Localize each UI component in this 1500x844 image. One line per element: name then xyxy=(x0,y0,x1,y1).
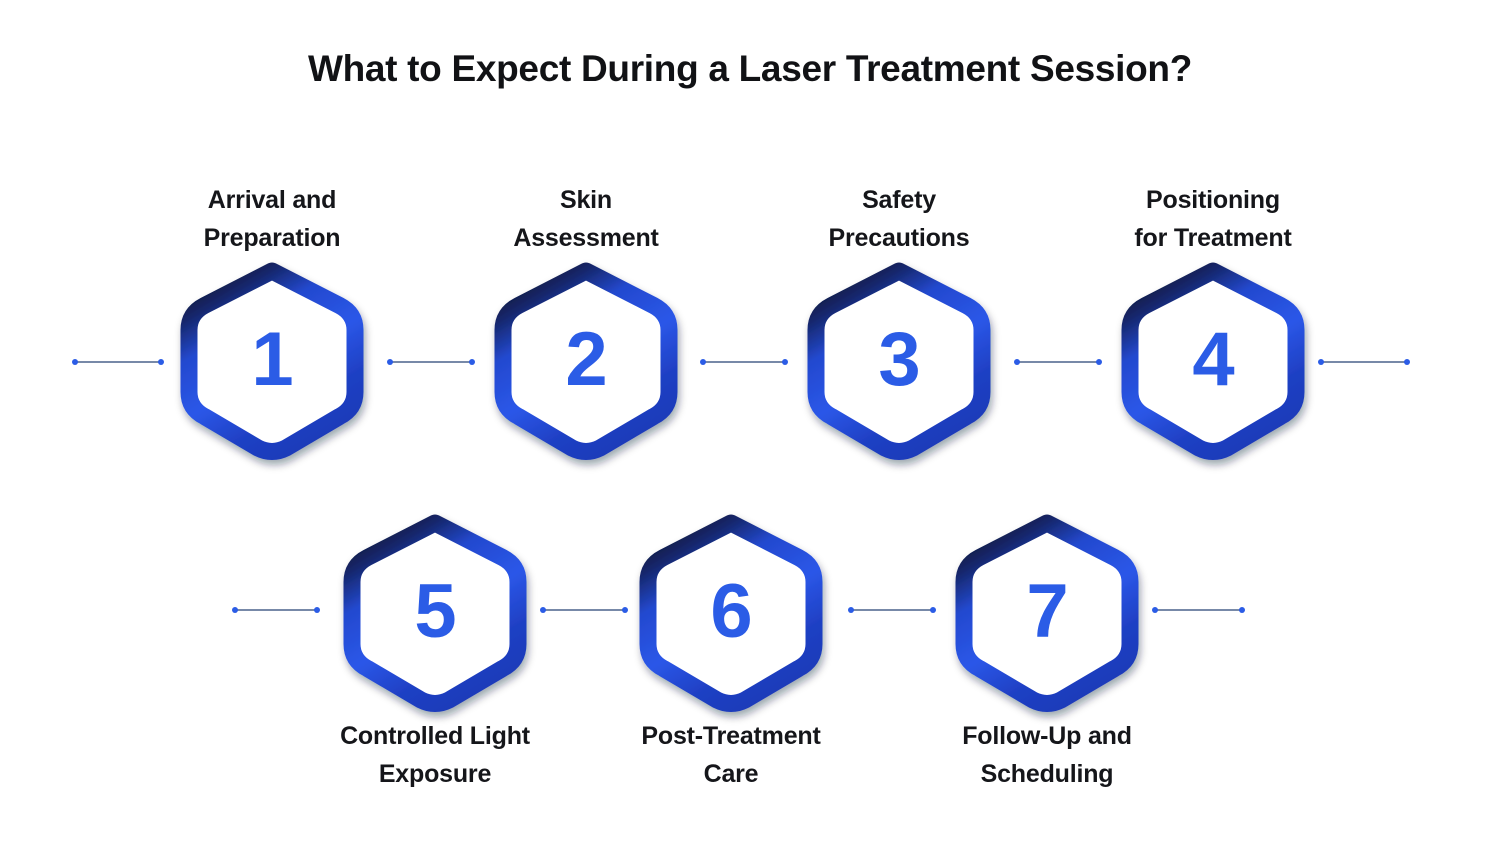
connector-dot-end xyxy=(782,359,788,365)
step-number-2: 2 xyxy=(565,317,607,402)
step-number-5: 5 xyxy=(414,569,456,654)
connector-dot-end xyxy=(622,607,628,613)
connector-line xyxy=(234,609,318,611)
connector-line xyxy=(542,609,626,611)
connector-dot-end xyxy=(314,607,320,613)
connector-6-7 xyxy=(848,605,936,615)
step-label-line1: Arrival and xyxy=(207,186,337,214)
connector-line xyxy=(1016,361,1100,363)
connector-dot-start xyxy=(1014,359,1020,365)
connector-dot-start xyxy=(232,607,238,613)
step-label-line1: Safety xyxy=(862,186,936,214)
hexagon-1[interactable]: 1 xyxy=(169,260,375,462)
connector-dot-end xyxy=(469,359,475,365)
connector-dot-start xyxy=(387,359,393,365)
step-number-6: 6 xyxy=(710,569,752,654)
hexagon-6[interactable]: 6 xyxy=(628,512,834,714)
hexagon-3[interactable]: 3 xyxy=(796,260,1002,462)
step-label-line2: Care xyxy=(703,760,759,788)
step-label-line1: Post-Treatment xyxy=(641,722,821,750)
connector-line xyxy=(389,361,473,363)
connector-row2-lead-in xyxy=(232,605,320,615)
step-label-line2: Scheduling xyxy=(980,760,1114,788)
hexagon-2[interactable]: 2 xyxy=(483,260,689,462)
connector-2-3 xyxy=(700,357,788,367)
connector-dot-start xyxy=(848,607,854,613)
connector-dot-end xyxy=(158,359,164,365)
step-label-line1: Controlled Light xyxy=(340,722,530,750)
step-label-line1: Skin xyxy=(560,186,612,214)
connector-row2-lead-out xyxy=(1152,605,1245,615)
connector-dot-start xyxy=(1152,607,1158,613)
step-number-4: 4 xyxy=(1192,317,1234,402)
hexagon-4[interactable]: 4 xyxy=(1110,260,1316,462)
connector-line xyxy=(850,609,934,611)
step-number-7: 7 xyxy=(1026,569,1068,654)
hexagon-7[interactable]: 7 xyxy=(944,512,1150,714)
connector-1-2 xyxy=(387,357,475,367)
connector-dot-end xyxy=(1239,607,1245,613)
step-label-4: Positioning for Treatment xyxy=(1070,181,1356,257)
connector-5-6 xyxy=(540,605,628,615)
step-label-line2: Assessment xyxy=(513,224,659,252)
connector-line xyxy=(702,361,786,363)
connector-dot-end xyxy=(930,607,936,613)
connector-3-4 xyxy=(1014,357,1102,367)
step-label-line2: Precautions xyxy=(828,224,970,252)
page-title: What to Expect During a Laser Treatment … xyxy=(307,48,1193,89)
step-4[interactable]: Positioning for Treatment 4 xyxy=(1110,186,1316,462)
step-label-line1: Follow-Up and xyxy=(962,722,1132,750)
connector-lead-in xyxy=(72,357,164,367)
connector-dot-start xyxy=(700,359,706,365)
hexagon-5[interactable]: 5 xyxy=(332,512,538,714)
step-label-line1: Positioning xyxy=(1146,186,1280,214)
step-label-line2: Preparation xyxy=(203,224,341,252)
step-number-3: 3 xyxy=(878,317,920,402)
connector-line xyxy=(74,361,162,363)
connector-lead-out xyxy=(1318,357,1410,367)
step-number-1: 1 xyxy=(251,317,293,402)
connector-dot-end xyxy=(1096,359,1102,365)
step-label-line2: Exposure xyxy=(378,760,492,788)
step-label-line2: for Treatment xyxy=(1134,224,1292,252)
connector-dot-start xyxy=(1318,359,1324,365)
connector-dot-end xyxy=(1404,359,1410,365)
connector-line xyxy=(1320,361,1408,363)
connector-line xyxy=(1154,609,1243,611)
connector-dot-start xyxy=(540,607,546,613)
connector-dot-start xyxy=(72,359,78,365)
